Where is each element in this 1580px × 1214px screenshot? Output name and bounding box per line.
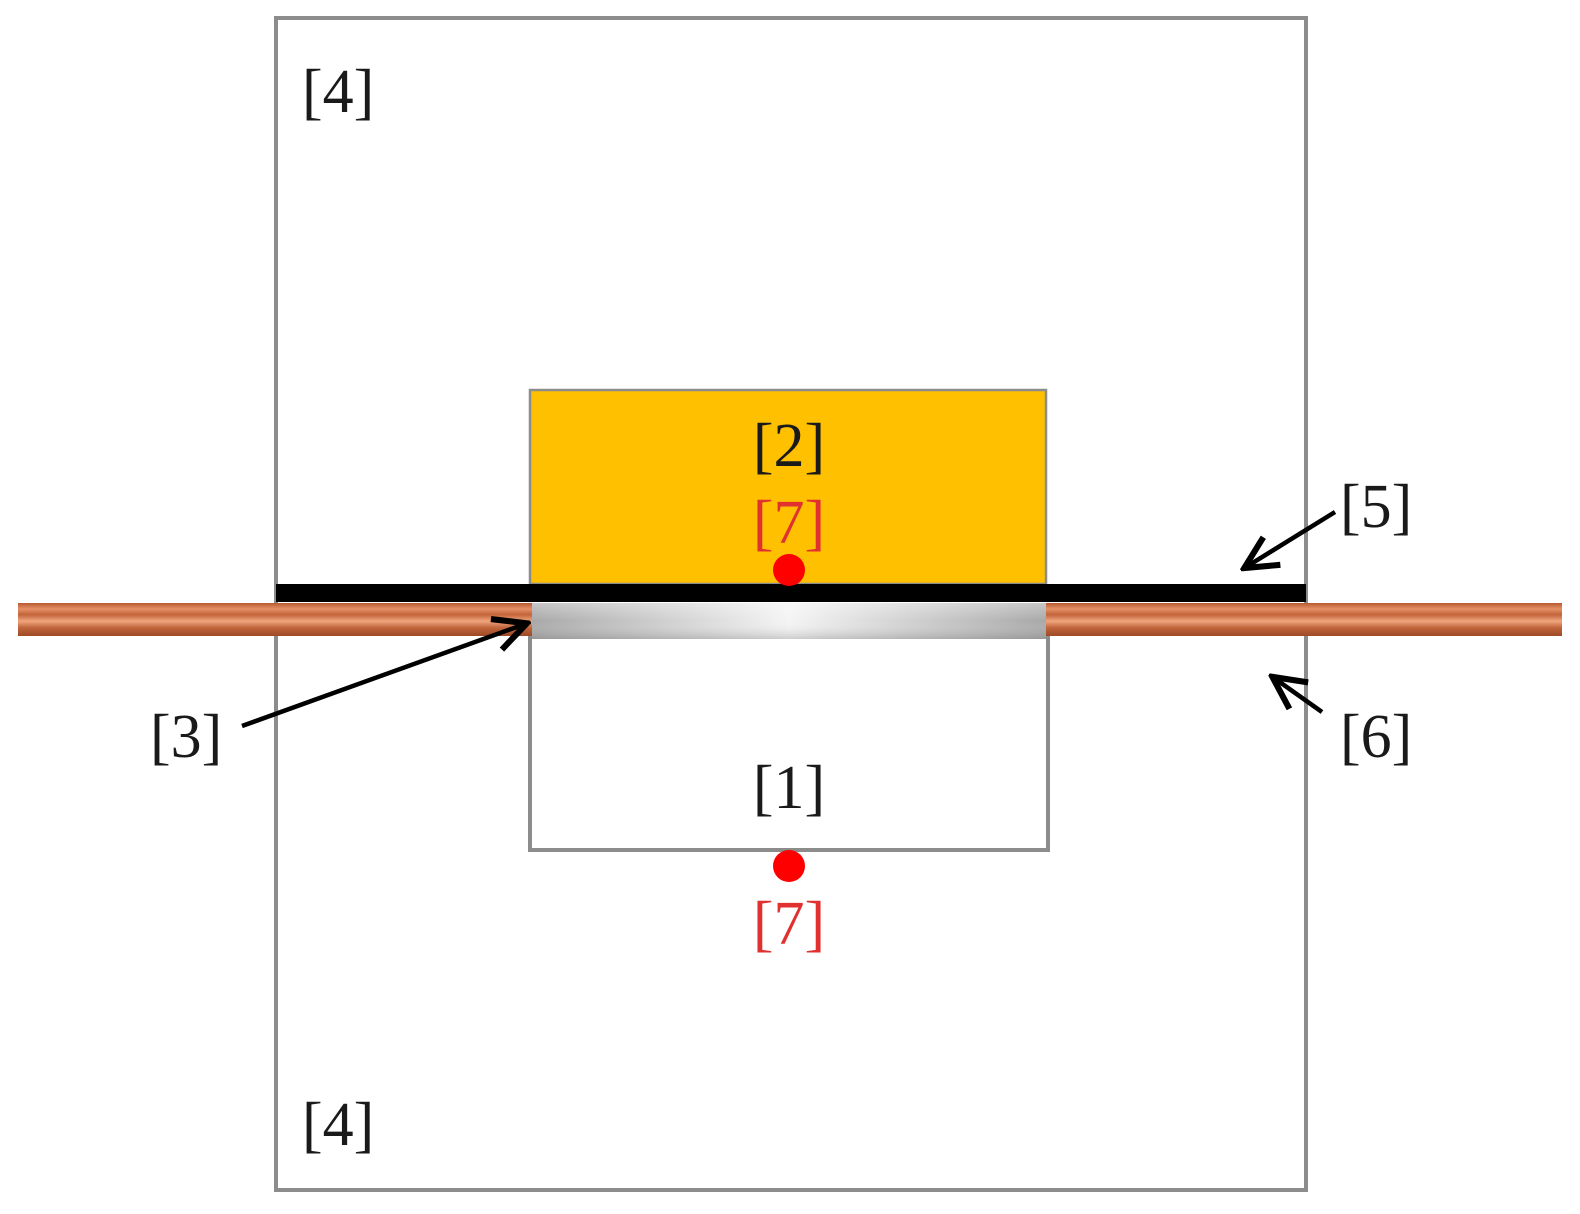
top-layer xyxy=(276,584,1306,602)
strip-left xyxy=(18,603,532,636)
lower-point xyxy=(773,850,805,882)
arrow-to-top-layer xyxy=(1246,510,1337,567)
arrow-to-joint xyxy=(241,624,525,729)
label-outer-bottom: [4] xyxy=(302,1091,374,1159)
label-joint: [3] xyxy=(150,703,222,771)
label-strip: [6] xyxy=(1340,703,1412,771)
label-upper-block: [2] xyxy=(753,412,825,480)
upper-block xyxy=(528,388,1048,586)
label-upper-point: [7] xyxy=(753,489,825,557)
lower-block xyxy=(528,632,1050,852)
label-lower-block: [1] xyxy=(753,754,825,822)
strip-right xyxy=(1046,603,1562,636)
label-lower-point: [7] xyxy=(753,890,825,958)
label-top-layer: [5] xyxy=(1340,473,1412,541)
upper-point xyxy=(773,554,805,586)
arrow-to-strip xyxy=(1274,678,1324,714)
label-outer-top: [4] xyxy=(302,58,374,126)
joint-shading xyxy=(532,603,1046,639)
